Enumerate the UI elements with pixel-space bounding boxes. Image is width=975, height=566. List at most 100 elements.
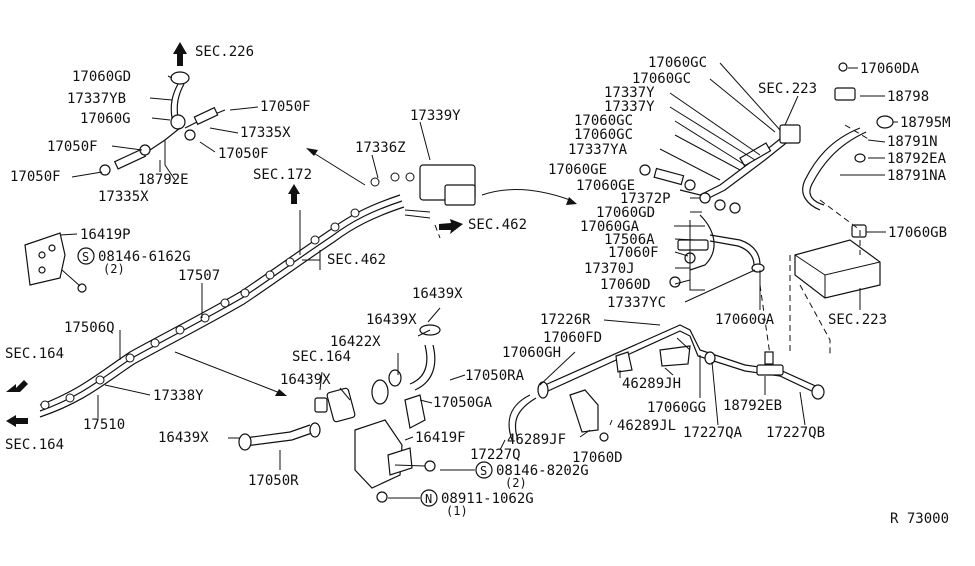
fuel-filter-assembly xyxy=(238,324,441,503)
label-18792ea: 18792EA xyxy=(887,151,947,167)
label-bolt-bottom: 08146-8202G xyxy=(496,463,589,479)
bolt-symbol-top-letter: S xyxy=(82,250,89,264)
label-16439x-b: 16439X xyxy=(366,312,417,328)
label-18791n: 18791N xyxy=(887,134,938,150)
label-16439x-d: 16439X xyxy=(158,430,209,446)
lower-right-pipe xyxy=(508,324,825,442)
label-17050f-c: 17050F xyxy=(218,146,269,162)
label-17060gc-a: 17060GC xyxy=(648,55,707,71)
label-nut-bottom: 08911-1062G xyxy=(441,491,534,507)
label-17370j: 17370J xyxy=(584,261,635,277)
label-sec462-a: SEC.462 xyxy=(468,217,527,233)
label-17060gc-d: 17060GC xyxy=(574,127,633,143)
label-17227qb: 17227QB xyxy=(766,425,825,441)
nut-symbol-letter: N xyxy=(425,492,432,506)
label-16419p: 16419P xyxy=(80,227,131,243)
label-sec226: SEC.226 xyxy=(195,44,254,60)
arrow-up-sec172 xyxy=(288,184,300,204)
label-17060ga-a: 17060GA xyxy=(580,219,640,235)
label-16439x-a: 16439X xyxy=(412,286,463,302)
label-17337yc: 17337YC xyxy=(607,295,666,311)
label-bolt-bottom-qty: (2) xyxy=(505,476,527,490)
label-17060g: 17060G xyxy=(80,111,131,127)
label-17060gc-c: 17060GC xyxy=(574,113,633,129)
label-18798: 18798 xyxy=(887,89,929,105)
canister-hose-assembly xyxy=(639,62,894,299)
direction-arrows xyxy=(6,42,463,427)
label-bolt-top-qty: (2) xyxy=(103,262,125,276)
label-17506a: 17506A xyxy=(604,232,655,248)
label-18795m: 18795M xyxy=(900,115,951,131)
label-17372p: 17372P xyxy=(620,191,671,207)
label-sec164-a: SEC.164 xyxy=(5,346,64,362)
label-17226r: 17226R xyxy=(540,312,591,328)
label-17227qa: 17227QA xyxy=(683,425,743,441)
label-17060d-b: 17060D xyxy=(572,450,623,466)
label-17060d-a: 17060D xyxy=(600,277,651,293)
leader-arrows xyxy=(174,148,577,396)
label-17060fd: 17060FD xyxy=(543,330,602,346)
arrow-up-sec226 xyxy=(173,42,187,66)
label-sec172: SEC.172 xyxy=(253,167,312,183)
label-17050f-d: 17050F xyxy=(10,169,61,185)
label-sec164-b: SEC.164 xyxy=(5,437,64,453)
dashed-guides xyxy=(434,124,871,356)
label-sec223-a: SEC.223 xyxy=(758,81,817,97)
label-17337yb: 17337YB xyxy=(67,91,126,107)
label-sec462-b: SEC.462 xyxy=(327,252,386,268)
label-16439x-c: 16439X xyxy=(280,372,331,388)
label-17337y-a: 17337Y xyxy=(604,85,655,101)
label-17060gb: 17060GB xyxy=(888,225,947,241)
label-17336z: 17336Z xyxy=(355,140,406,156)
label-bolt-top: 08146-6162G xyxy=(98,249,191,265)
reference-number: R 73000 xyxy=(890,511,949,527)
label-17337y-b: 17337Y xyxy=(604,99,655,115)
label-17338y: 17338Y xyxy=(153,388,204,404)
label-17050f-b: 17050F xyxy=(47,139,98,155)
label-17060gd: 17060GD xyxy=(72,69,131,85)
arrow-sec462 xyxy=(439,219,463,234)
nut-symbol xyxy=(420,489,438,507)
label-18791na: 18791NA xyxy=(887,168,947,184)
label-16419f: 16419F xyxy=(415,430,466,446)
label-46289jl: 46289JL xyxy=(617,418,676,434)
leader-lines xyxy=(59,62,898,499)
label-46289jf: 46289JF xyxy=(507,432,566,448)
arrow-sec164-upper xyxy=(6,380,28,392)
part-labels: SEC.226 17060GD 17337YB 17060G 17050F 17… xyxy=(5,44,951,527)
label-18792e: 18792E xyxy=(138,172,189,188)
label-17060ge-a: 17060GE xyxy=(548,162,607,178)
label-17050ra: 17050RA xyxy=(465,368,525,384)
label-sec164-c: SEC.164 xyxy=(292,349,351,365)
label-17060ge-b: 17060GE xyxy=(576,178,635,194)
label-sec223-b: SEC.223 xyxy=(828,312,887,328)
label-16422x: 16422X xyxy=(330,334,381,350)
label-17337ya: 17337YA xyxy=(568,142,628,158)
label-17510: 17510 xyxy=(83,417,125,433)
label-17507: 17507 xyxy=(178,268,220,284)
arrow-sec164-lower xyxy=(6,415,28,427)
label-nut-bottom-qty: (1) xyxy=(446,504,468,518)
label-17506q: 17506Q xyxy=(64,320,115,336)
label-17060gg: 17060GG xyxy=(647,400,706,416)
bolt-symbol-bottom xyxy=(475,461,493,479)
label-17335x-a: 17335X xyxy=(240,125,291,141)
label-17050ga: 17050GA xyxy=(433,395,493,411)
label-17060ga-b: 17060GA xyxy=(715,312,775,328)
label-17050f-a: 17050F xyxy=(260,99,311,115)
label-46289jh: 46289JH xyxy=(622,376,681,392)
label-17050r: 17050R xyxy=(248,473,299,489)
label-18792eb: 18792EB xyxy=(723,398,782,414)
main-fuel-pipe-bundle xyxy=(39,164,476,418)
label-17060f: 17060F xyxy=(608,245,659,261)
label-17060gc-b: 17060GC xyxy=(632,71,691,87)
label-17339y: 17339Y xyxy=(410,108,461,124)
hardware-symbols: S S N xyxy=(77,247,493,507)
label-17060gh: 17060GH xyxy=(502,345,561,361)
label-17060gd-r: 17060GD xyxy=(596,205,655,221)
label-17335x-b: 17335X xyxy=(98,189,149,205)
bracket-16419p xyxy=(24,232,87,293)
label-17227q: 17227Q xyxy=(470,447,521,463)
bolt-symbol-bottom-letter: S xyxy=(480,464,487,478)
